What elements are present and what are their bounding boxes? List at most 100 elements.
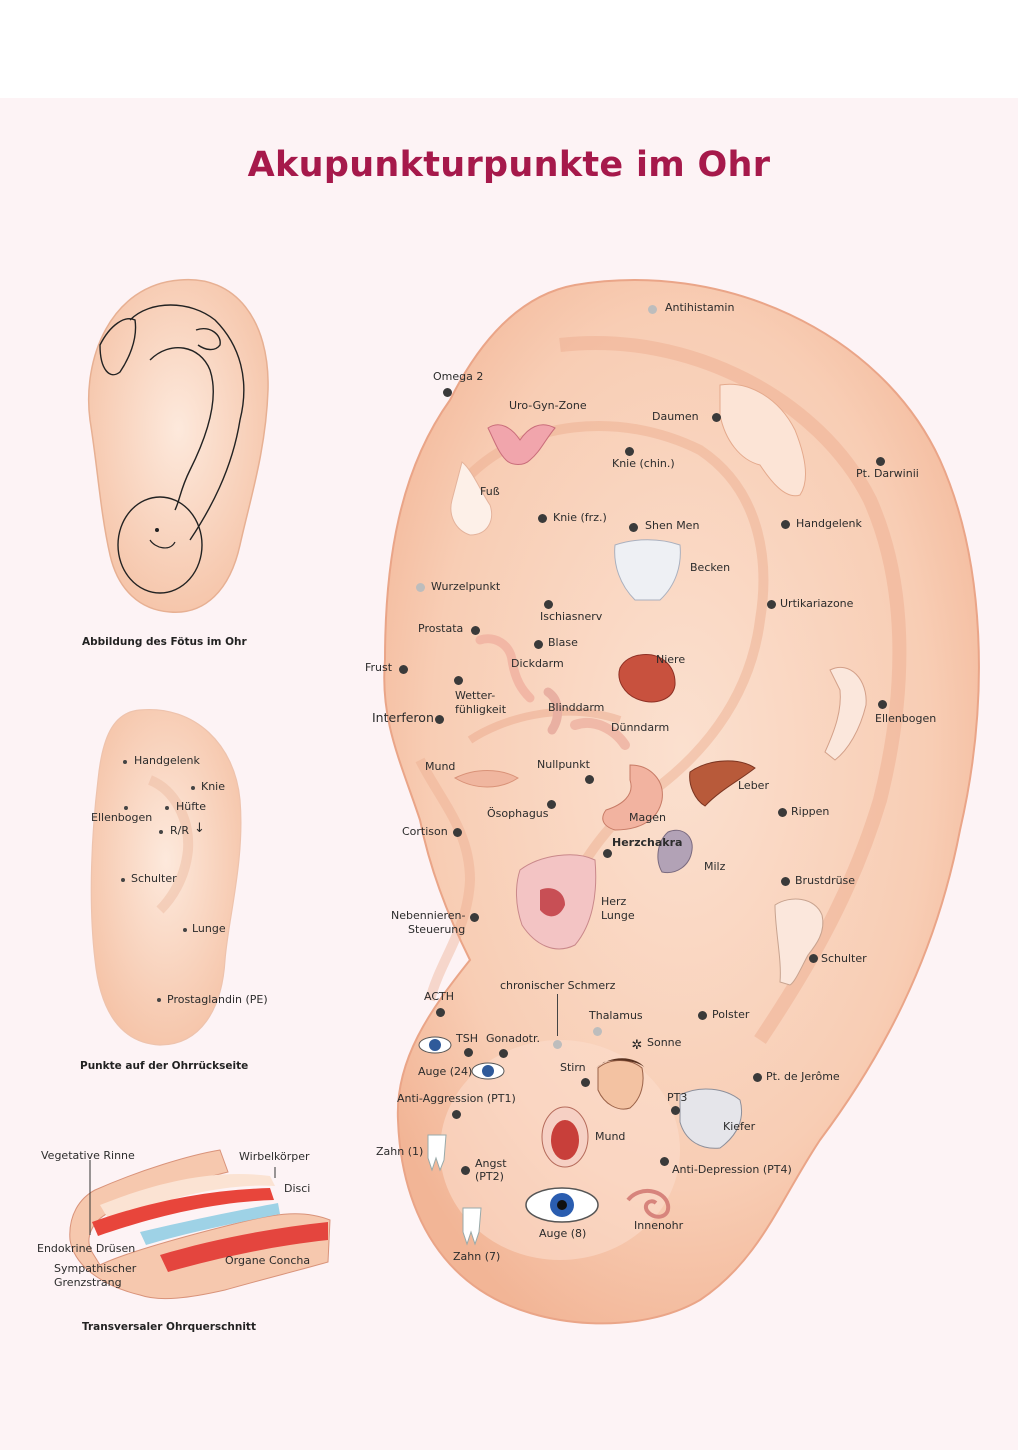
cross-label-grenzstrang: Grenzstrang [54,1276,122,1289]
point-dot [460,1165,470,1175]
svg-text:✲: ✲ [632,1038,643,1053]
point-dot [580,1077,590,1087]
label-prostata: Prostata [418,622,464,635]
label-lunge: Lunge [601,909,635,922]
label-neben2: Steuerung [408,923,466,936]
point-dot [780,876,790,886]
label-pt-jerome: Pt. de Jerôme [766,1070,840,1083]
back-point-dot [165,806,169,810]
point-dot [533,639,543,649]
label-kiefer: Kiefer [723,1120,756,1133]
label-angst2: (PT2) [475,1170,504,1183]
point-dot [434,714,444,724]
label-acth: ACTH [424,990,455,1003]
label-auge8: Auge (8) [539,1227,587,1240]
point-dot [452,827,462,837]
label-fuss: Fuß [480,485,500,498]
point-dot [442,387,452,397]
back-label-prostaglandin: Prostaglandin (PE) [167,993,268,1006]
label-thalamus: Thalamus [589,1009,643,1022]
back-point-dot [124,806,128,810]
label-sonne: Sonne [647,1036,682,1049]
caption-cross: Transversaler Ohrquerschnitt [82,1321,256,1333]
label-uro-gyn: Uro-Gyn-Zone [509,399,587,412]
back-point-dot [157,998,161,1002]
label-ischiasnerv: Ischiasnerv [540,610,603,623]
label-gonadotr: Gonadotr. [486,1032,541,1045]
label-neben1: Nebennieren- [391,909,466,922]
point-dot [647,304,657,314]
back-point-dot [123,760,127,764]
cross-label-organe-concha: Organe Concha [225,1254,311,1267]
arrow-down-icon: ↓ [194,821,205,836]
label-milz: Milz [704,860,726,873]
label-interferon: Interferon [372,710,434,725]
point-dot [592,1026,602,1036]
label-blase: Blase [548,636,578,649]
label-wetter2: fühligkeit [455,703,507,716]
point-dot [808,953,818,963]
point-dot [877,699,887,709]
point-dot [628,522,638,532]
point-dot [435,1007,445,1017]
point-dot [469,912,479,922]
back-ear [90,709,242,1046]
label-zahn1: Zahn (1) [376,1145,424,1158]
label-anti-aggression: Anti-Aggression (PT1) [397,1092,516,1105]
back-point-dot [183,928,187,932]
label-innenohr: Innenohr [634,1219,684,1232]
point-dot [780,519,790,529]
point-dot [711,412,721,422]
label-zahn7: Zahn (7) [453,1250,501,1263]
label-schulter: Schulter [821,952,867,965]
back-label-ellenbogen: Ellenbogen [91,811,153,824]
cross-label-wirbelkoerper: Wirbelkörper [239,1150,310,1163]
label-knie-chin: Knie (chin.) [612,457,675,470]
label-chronischer-schmerz: chronischer Schmerz [500,979,616,992]
label-shen-men: Shen Men [645,519,700,532]
label-urtikariazone: Urtikariazone [780,597,854,610]
point-dot [463,1047,473,1057]
label-angst1: Angst [475,1157,507,1170]
label-pt3: PT3 [667,1091,688,1104]
label-anti-depression: Anti-Depression (PT4) [672,1163,792,1176]
point-dot [697,1010,707,1020]
point-dot [453,675,463,685]
label-handgelenk: Handgelenk [796,517,862,530]
label-rippen: Rippen [791,805,830,818]
back-label-knie: Knie [201,780,226,793]
back-label-schulter: Schulter [131,872,177,885]
point-dot [659,1156,669,1166]
connector-line [557,994,558,1036]
label-nullpunkt: Nullpunkt [537,758,590,771]
label-magen: Magen [629,811,666,824]
point-dot [766,599,776,609]
label-blinddarm: Blinddarm [548,701,605,714]
caption-fetus: Abbildung des Fötus im Ohr [82,636,247,648]
organ-illustrations: ✲ [418,383,867,1246]
back-label-lunge: Lunge [192,922,226,935]
label-auge24: Auge (24) [418,1065,473,1078]
back-label-handgelenk: Handgelenk [134,754,200,767]
label-herz: Herz [601,895,627,908]
label-cortison: Cortison [402,825,448,838]
back-point-dot [191,786,195,790]
page-title: Akupunkturpunkte im Ohr [247,145,771,185]
point-dot [552,1039,562,1049]
label-becken: Becken [690,561,731,574]
label-antihistamin: Antihistamin [665,301,735,314]
label-frust: Frust [365,661,393,674]
label-wetter1: Wetter- [455,689,496,702]
point-dot [398,664,408,674]
label-polster: Polster [712,1008,750,1021]
label-mund-bottom: Mund [595,1130,626,1143]
point-dot [415,582,425,592]
label-niere: Niere [656,653,686,666]
cross-label-sympathischer: Sympathischer [54,1262,137,1275]
point-dot [451,1109,461,1119]
point-dot [498,1048,508,1058]
label-brustdruese: Brustdrüse [795,874,856,887]
cross-label-vegetative-rinne: Vegetative Rinne [41,1149,135,1162]
cross-section [69,1149,331,1300]
